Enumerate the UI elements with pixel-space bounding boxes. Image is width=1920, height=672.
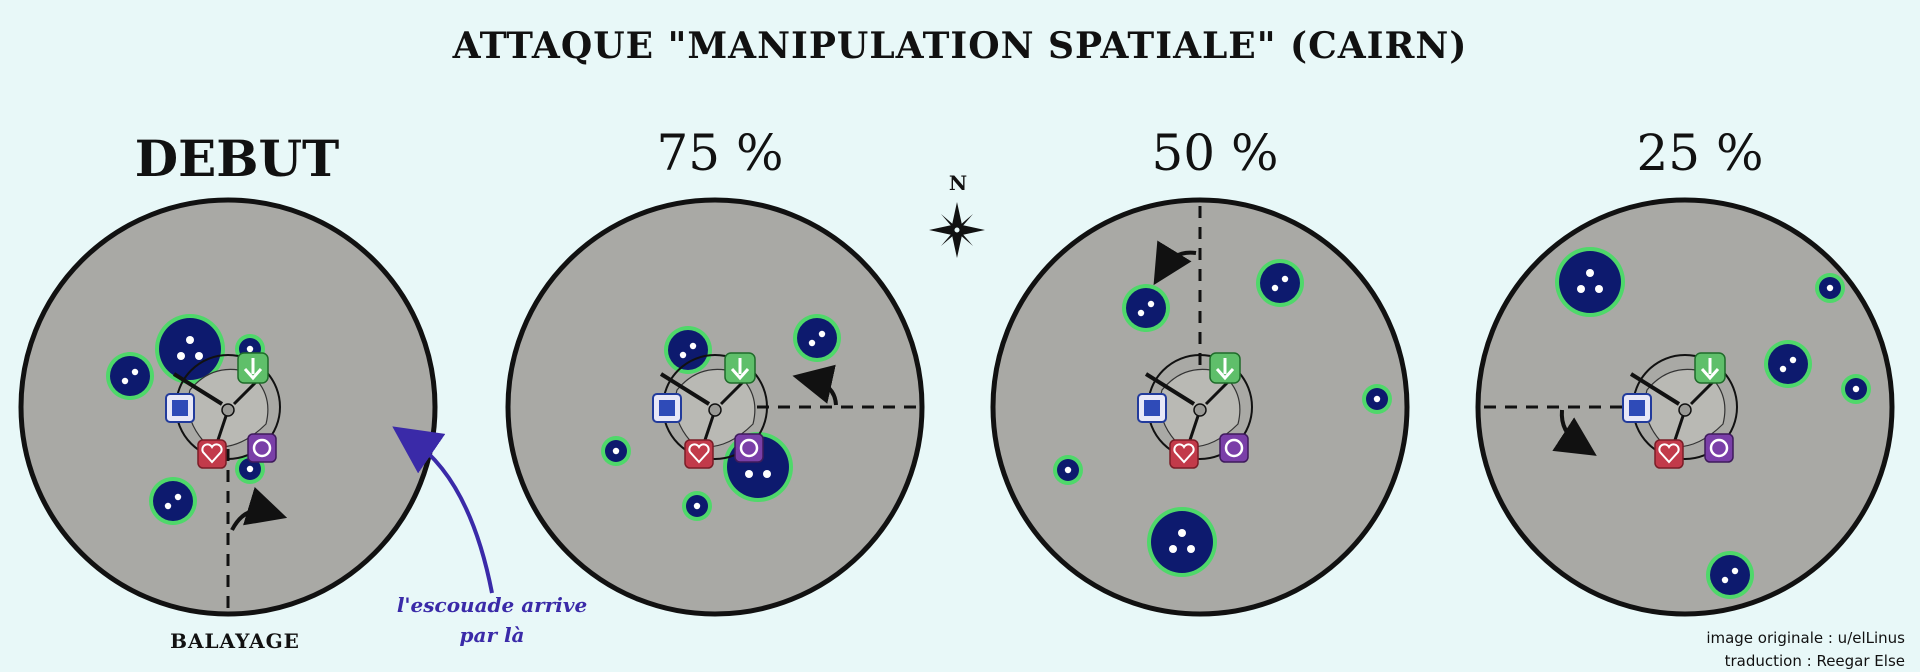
square-icon — [1622, 393, 1652, 423]
enemy-squad-orb — [1555, 247, 1625, 317]
rotation-arrow-75 — [792, 364, 838, 406]
square-icon — [652, 393, 682, 423]
credits-line1: image originale : u/elLinus — [1706, 629, 1905, 647]
enemy-squad-orb — [1053, 455, 1083, 485]
arrow-down-icon — [724, 352, 756, 384]
rotation-arrow-debut — [230, 487, 288, 531]
compass-north-label: N — [949, 171, 967, 195]
phase-label-75: 75 % — [656, 124, 783, 182]
enemy-squad-orb — [601, 436, 631, 466]
square-icon — [165, 393, 195, 423]
enemy-squad-orb — [1764, 340, 1812, 388]
squad-note-line1: l'escouade arrive — [397, 593, 587, 617]
heart-icon — [1169, 439, 1199, 469]
rotation-arrow-50 — [1153, 240, 1197, 286]
arrow-down-icon — [237, 352, 269, 384]
compass-icon: N — [929, 171, 985, 258]
enemy-squad-orb — [106, 352, 154, 400]
rotation-arrow-25 — [1552, 409, 1597, 456]
enemy-squad-orb — [664, 326, 712, 374]
circle-icon — [247, 433, 277, 463]
enemy-squad-orb — [1815, 273, 1845, 303]
enemy-squad-orb — [155, 314, 225, 384]
square-icon — [1137, 393, 1167, 423]
phase-label-50: 50 % — [1151, 124, 1278, 182]
enemy-squad-orb — [682, 491, 712, 521]
arrow-down-icon — [1694, 352, 1726, 384]
squad-note-line2: par là — [460, 623, 525, 647]
circle-icon — [734, 433, 764, 463]
arrow-down-icon — [1209, 352, 1241, 384]
heart-icon — [1654, 439, 1684, 469]
center-platform — [1137, 352, 1253, 469]
phase-label-debut: DEBUT — [135, 129, 340, 188]
enemy-squad-orb — [149, 477, 197, 525]
circle-icon — [1704, 433, 1734, 463]
center-platform — [1622, 352, 1738, 469]
enemy-squad-orb — [1147, 507, 1217, 577]
enemy-squad-orb — [1841, 374, 1871, 404]
enemy-squad-orb — [1256, 259, 1304, 307]
phase-label-25: 25 % — [1636, 124, 1763, 182]
enemy-squad-orb — [793, 314, 841, 362]
heart-icon — [684, 439, 714, 469]
center-platform — [165, 352, 281, 469]
enemy-squad-orb — [1706, 551, 1754, 599]
squad-arrival-arrow — [392, 426, 494, 594]
page-title: ATTAQUE "MANIPULATION SPATIALE" (CAIRN) — [452, 25, 1468, 67]
enemy-squad-orb — [1122, 284, 1170, 332]
enemy-squad-orb — [1362, 384, 1392, 414]
heart-icon — [197, 439, 227, 469]
circle-icon — [1219, 433, 1249, 463]
sweep-label: BALAYAGE — [170, 629, 300, 653]
credits-line2: traduction : Reegar Else — [1725, 652, 1905, 670]
center-platform — [652, 352, 768, 469]
